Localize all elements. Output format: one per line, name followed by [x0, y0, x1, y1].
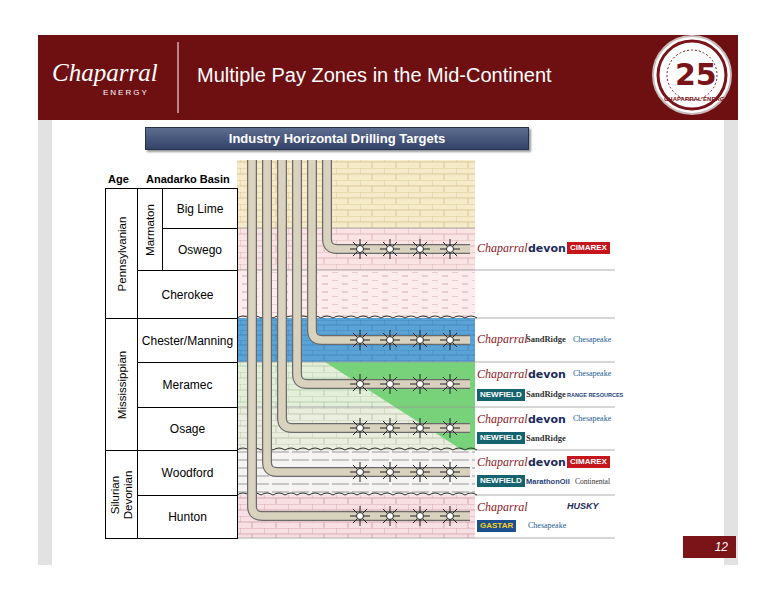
company-logo: HUSKY [567, 502, 599, 511]
slide-title: Multiple Pay Zones in the Mid-Continent [197, 64, 552, 87]
frac-star [380, 374, 400, 394]
strata [237, 160, 475, 538]
frac-star [380, 330, 400, 350]
formation-box: Big Lime [162, 188, 238, 229]
wavy-line [237, 493, 477, 495]
company-logo: devon [528, 243, 566, 254]
company-logo: devon [528, 414, 566, 425]
wavy-line [237, 448, 477, 450]
badge-text: CHAPARRAL ENERGY [664, 96, 728, 102]
formation-box: Hunton [137, 495, 238, 539]
age-band: Silurian Devonian [105, 450, 138, 539]
badge-number: 25 [675, 60, 717, 90]
label-text: Meramec [162, 378, 212, 392]
frac-star [380, 418, 400, 438]
frac-star [350, 330, 370, 350]
company-logo: GASTAR [477, 520, 516, 532]
formation-box: Oswego [162, 228, 238, 271]
formation-box: Woodford [137, 450, 238, 496]
frac-star [410, 418, 430, 438]
company-logo: NEWFIELD [477, 389, 525, 401]
frac-star [410, 330, 430, 350]
frac-star [410, 239, 430, 259]
formation-box: Meramec [137, 362, 238, 408]
label-text: Pennsylvanian [115, 192, 128, 316]
frac-stages [350, 239, 460, 526]
company-logo: SandRidge [526, 390, 566, 399]
company-logo: Chaparral [477, 413, 528, 425]
company-logo: Chaparral [477, 242, 528, 254]
age-band: Mississippian [105, 318, 138, 451]
label-text: Cherokee [161, 288, 213, 302]
label-text: Osage [170, 422, 205, 436]
company-logo: NEWFIELD [477, 432, 525, 444]
company-logo: Chaparral [477, 501, 528, 513]
anniversary-badge [653, 36, 731, 114]
slide-ground [38, 120, 738, 565]
label-text: Marmaton [144, 192, 157, 268]
company-logo: MarathonOil [526, 478, 570, 486]
company-logo: Chaparral [477, 456, 528, 468]
label-text: Big Lime [177, 202, 224, 216]
wavy-line [237, 316, 477, 318]
company-logo: SandRidge [526, 335, 566, 344]
frac-star [410, 462, 430, 482]
frac-star [440, 418, 460, 438]
label-text: Mississippian [115, 322, 128, 448]
frac-star [380, 462, 400, 482]
company-logo: Chaparral [477, 368, 528, 380]
company-logo: Chesapeake [573, 415, 611, 423]
horizontal-wells [252, 160, 470, 516]
age-band: Pennsylvanian [105, 188, 138, 319]
label-text: Industry Horizontal Drilling Targets [229, 131, 445, 146]
frac-star [380, 239, 400, 259]
frac-star [350, 418, 370, 438]
company-logo: devon [528, 369, 566, 380]
company-logo: RANGE RESOURCES [567, 393, 623, 399]
company-logo: devon [528, 457, 566, 468]
frac-star [380, 506, 400, 526]
frac-star [440, 330, 460, 350]
logo-text: ENERGY [103, 89, 149, 97]
label-text: Woodford [162, 466, 214, 480]
separator-lines [475, 270, 615, 538]
page-number: 12 [683, 536, 736, 558]
column-header: Anadarko Basin [146, 174, 230, 185]
group-band: Marmaton [137, 188, 163, 271]
frac-star [410, 506, 430, 526]
company-logo: Chesapeake [573, 370, 611, 378]
formation-box: Chester/Manning [137, 318, 238, 363]
company-logo: CIMAREX [567, 456, 610, 468]
label-text: 12 [715, 540, 728, 554]
header-bar [38, 35, 738, 120]
company-logo: Chaparral [477, 333, 528, 345]
label-text: Oswego [178, 243, 222, 257]
frac-star [350, 374, 370, 394]
formation-box: Osage [137, 407, 238, 451]
frac-star [410, 374, 430, 394]
company-logo: NEWFIELD [477, 475, 525, 487]
frac-star [440, 374, 460, 394]
frac-star [440, 239, 460, 259]
formation-box: Cherokee [137, 270, 238, 319]
label-text: Silurian Devonian [109, 454, 135, 536]
company-logo: Continental [575, 478, 610, 486]
column-header: Age [108, 174, 129, 185]
company-logo: CIMAREX [567, 242, 610, 254]
frac-star [440, 462, 460, 482]
label-text: Hunton [168, 510, 207, 524]
section-banner: Industry Horizontal Drilling Targets [145, 127, 529, 150]
frac-star [350, 506, 370, 526]
company-logo: Chesapeake [573, 336, 611, 344]
frac-star [350, 239, 370, 259]
company-logo: SandRidge [526, 434, 566, 443]
logo-text: Chaparral [52, 60, 158, 85]
frac-star [440, 506, 460, 526]
frac-star [350, 462, 370, 482]
label-text: Chester/Manning [142, 334, 233, 348]
company-logo: Chesapeake [528, 522, 566, 530]
